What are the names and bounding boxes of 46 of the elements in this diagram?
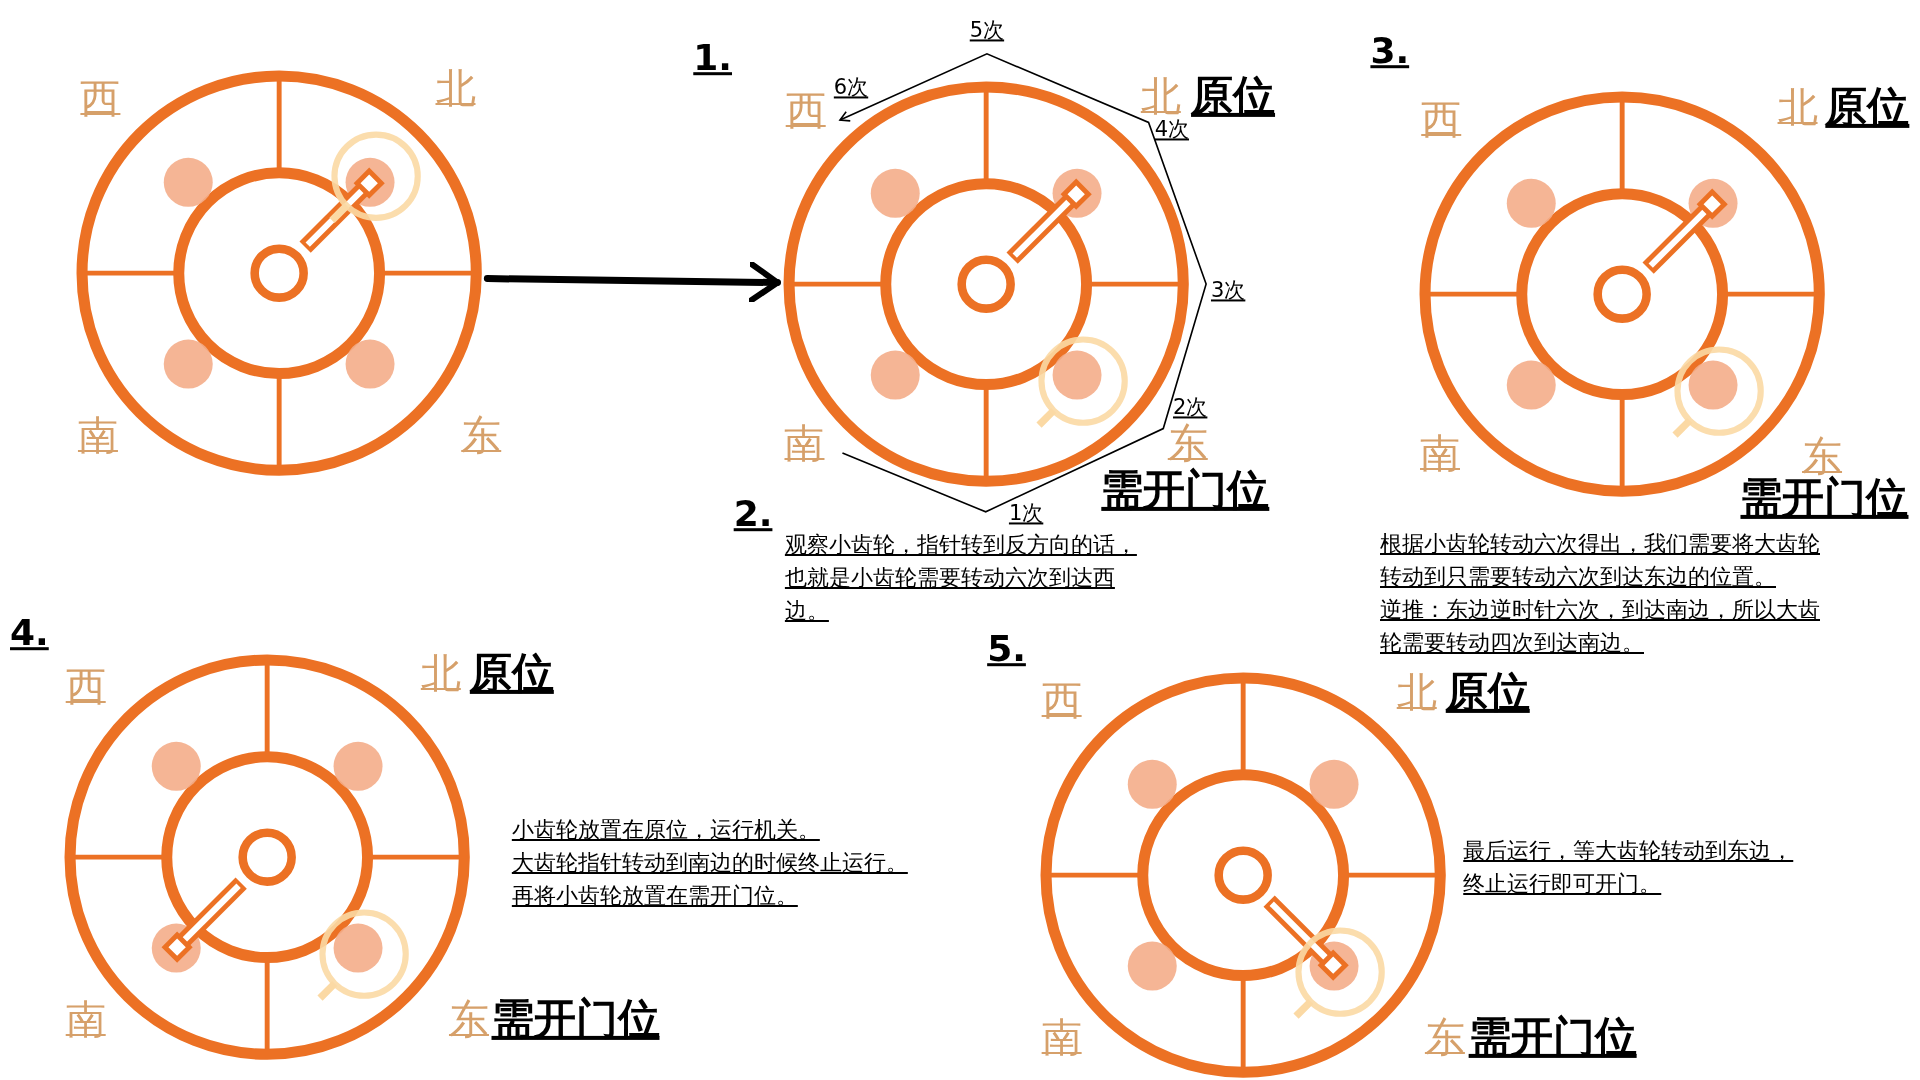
direction-label: 南: [65, 996, 106, 1041]
step-number: 3.: [1370, 31, 1410, 72]
position-label: 需开门位: [1101, 466, 1270, 513]
direction-label: 北: [420, 651, 461, 696]
count-label: 5次: [969, 19, 1005, 43]
direction-label: 东: [461, 412, 502, 457]
position-label: 需开门位: [491, 995, 660, 1042]
count-label: 3次: [1210, 279, 1246, 303]
direction-label: 西: [1041, 678, 1082, 723]
position-label: 需开门位: [1740, 475, 1909, 522]
position-label: 原位: [1825, 83, 1910, 130]
instruction-text: 逆推：东边逆时针六次，到达南边，所以大齿轮需要转动四次到达南边。: [1380, 595, 1821, 657]
direction-label: 北: [1777, 84, 1818, 129]
instruction-text: 最后运行，等大齿轮转动到东边，终止运行即可开门。: [1463, 836, 1795, 898]
count-label: 4次: [1154, 118, 1189, 142]
position-label: 原位: [469, 650, 554, 697]
count-label: 6次: [833, 76, 869, 100]
step-number: 4.: [10, 613, 49, 653]
direction-label: 西: [80, 75, 121, 120]
instruction-text: 小齿轮放置在原位，运行机关。: [511, 816, 820, 845]
direction-label: 西: [65, 663, 106, 708]
position-label: 原位: [1191, 72, 1276, 119]
instruction-text: 再将小齿轮放置在需开门位。: [511, 882, 798, 911]
direction-label: 北: [1396, 669, 1437, 714]
step-number: 2.: [733, 494, 773, 535]
step-number: 1.: [693, 37, 732, 78]
position-label: 需开门位: [1468, 1014, 1637, 1061]
direction-label: 南: [77, 412, 118, 457]
direction-label: 北: [1140, 73, 1181, 118]
count-label: 2次: [1173, 396, 1208, 420]
direction-label: 南: [1041, 1015, 1082, 1060]
position-label: 原位: [1445, 668, 1530, 715]
step-number: 5.: [987, 629, 1026, 669]
direction-label: 西: [1421, 96, 1462, 141]
instruction-text: 观察小齿轮，指针转到反方向的话，也就是小齿轮需要转动六次到达西边。: [784, 530, 1138, 625]
direction-label: 东: [1167, 421, 1208, 466]
count-label: 1次: [1008, 502, 1044, 526]
instruction-text: 根据小齿轮转动六次得出，我们需要将大齿轮转动到只需要转动六次到达东边的位置。: [1380, 529, 1821, 591]
arrow: [483, 261, 782, 304]
direction-label: 南: [784, 421, 825, 466]
direction-label: 东: [1424, 1015, 1465, 1060]
direction-label: 南: [1420, 431, 1460, 476]
direction-label: 北: [435, 66, 476, 111]
instruction-text: 大齿轮指针转动到南边的时候终止运行。: [511, 849, 908, 878]
direction-label: 东: [448, 996, 489, 1041]
direction-label: 西: [785, 88, 826, 133]
